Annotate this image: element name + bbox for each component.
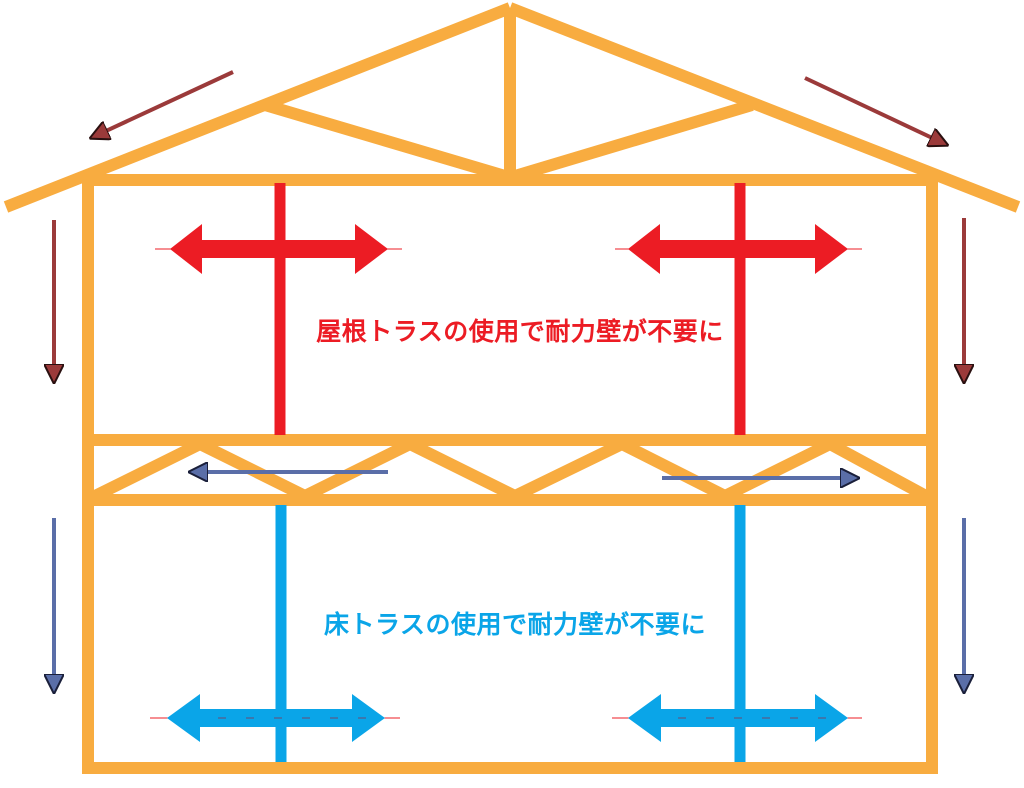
roof-force-arrow-right: [804, 76, 945, 144]
roof-web-left: [263, 99, 507, 182]
roof-rafter-left: [3, 2, 513, 213]
floor-span-indicators: [150, 505, 862, 762]
roof-web-right: [513, 99, 754, 182]
floor-truss-webs: [92, 437, 929, 503]
red-double-arrow-right: [628, 224, 848, 274]
roof-span-indicators: [155, 183, 862, 435]
roof-force-arrow-left: [93, 70, 234, 137]
roof-truss-caption: 屋根トラスの使用で耐力壁が不要に: [316, 317, 724, 346]
red-double-arrow-left: [170, 224, 388, 274]
house-frame: [3, 2, 1021, 774]
roof-rafter-right: [507, 2, 1021, 213]
force-arrows: [54, 70, 964, 690]
floor-truss-caption: 床トラスの使用で耐力壁が不要に: [323, 610, 707, 639]
